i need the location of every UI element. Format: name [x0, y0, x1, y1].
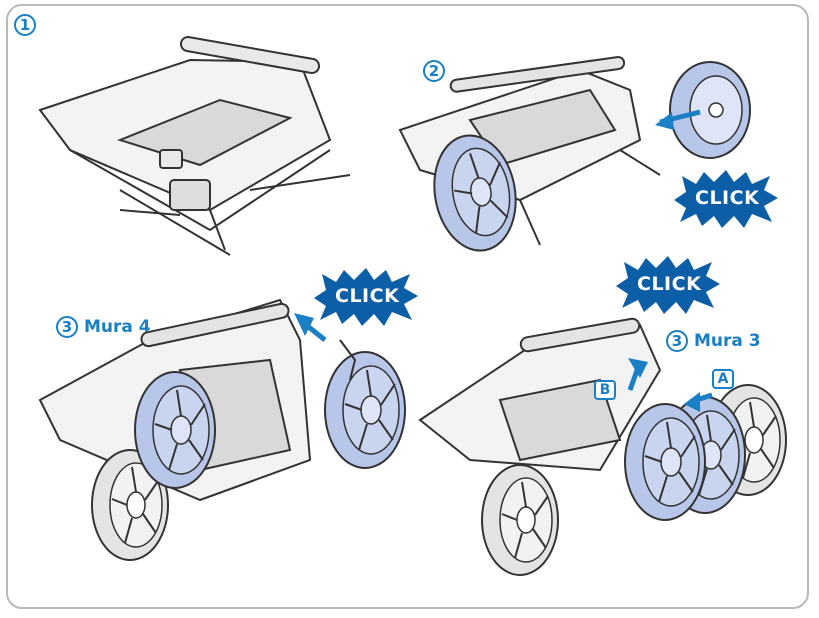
mura4-illustration [38, 298, 406, 561]
step-1-badge: 1 [14, 14, 36, 36]
step-3-badge-mura4: 3 [56, 316, 78, 338]
click-text: CLICK [695, 187, 760, 209]
click-text: CLICK [637, 273, 702, 295]
part-a-tag: A [712, 369, 734, 389]
mura4-label: Mura 4 [84, 317, 151, 337]
click-burst-icon [616, 256, 720, 314]
step-3-badge-mura3: 3 [666, 330, 688, 352]
click-burst-icon [674, 170, 778, 228]
click-text: CLICK [335, 285, 400, 307]
step-2-badge: 2 [423, 60, 445, 82]
part-b-tag: B [594, 380, 616, 400]
click-burst-icon [314, 268, 418, 326]
frame-with-rear-wheel-illustration [398, 56, 751, 259]
mura3-illustration [418, 317, 787, 576]
folded-frame-illustration [38, 36, 351, 256]
mura3-label: Mura 3 [694, 331, 761, 351]
